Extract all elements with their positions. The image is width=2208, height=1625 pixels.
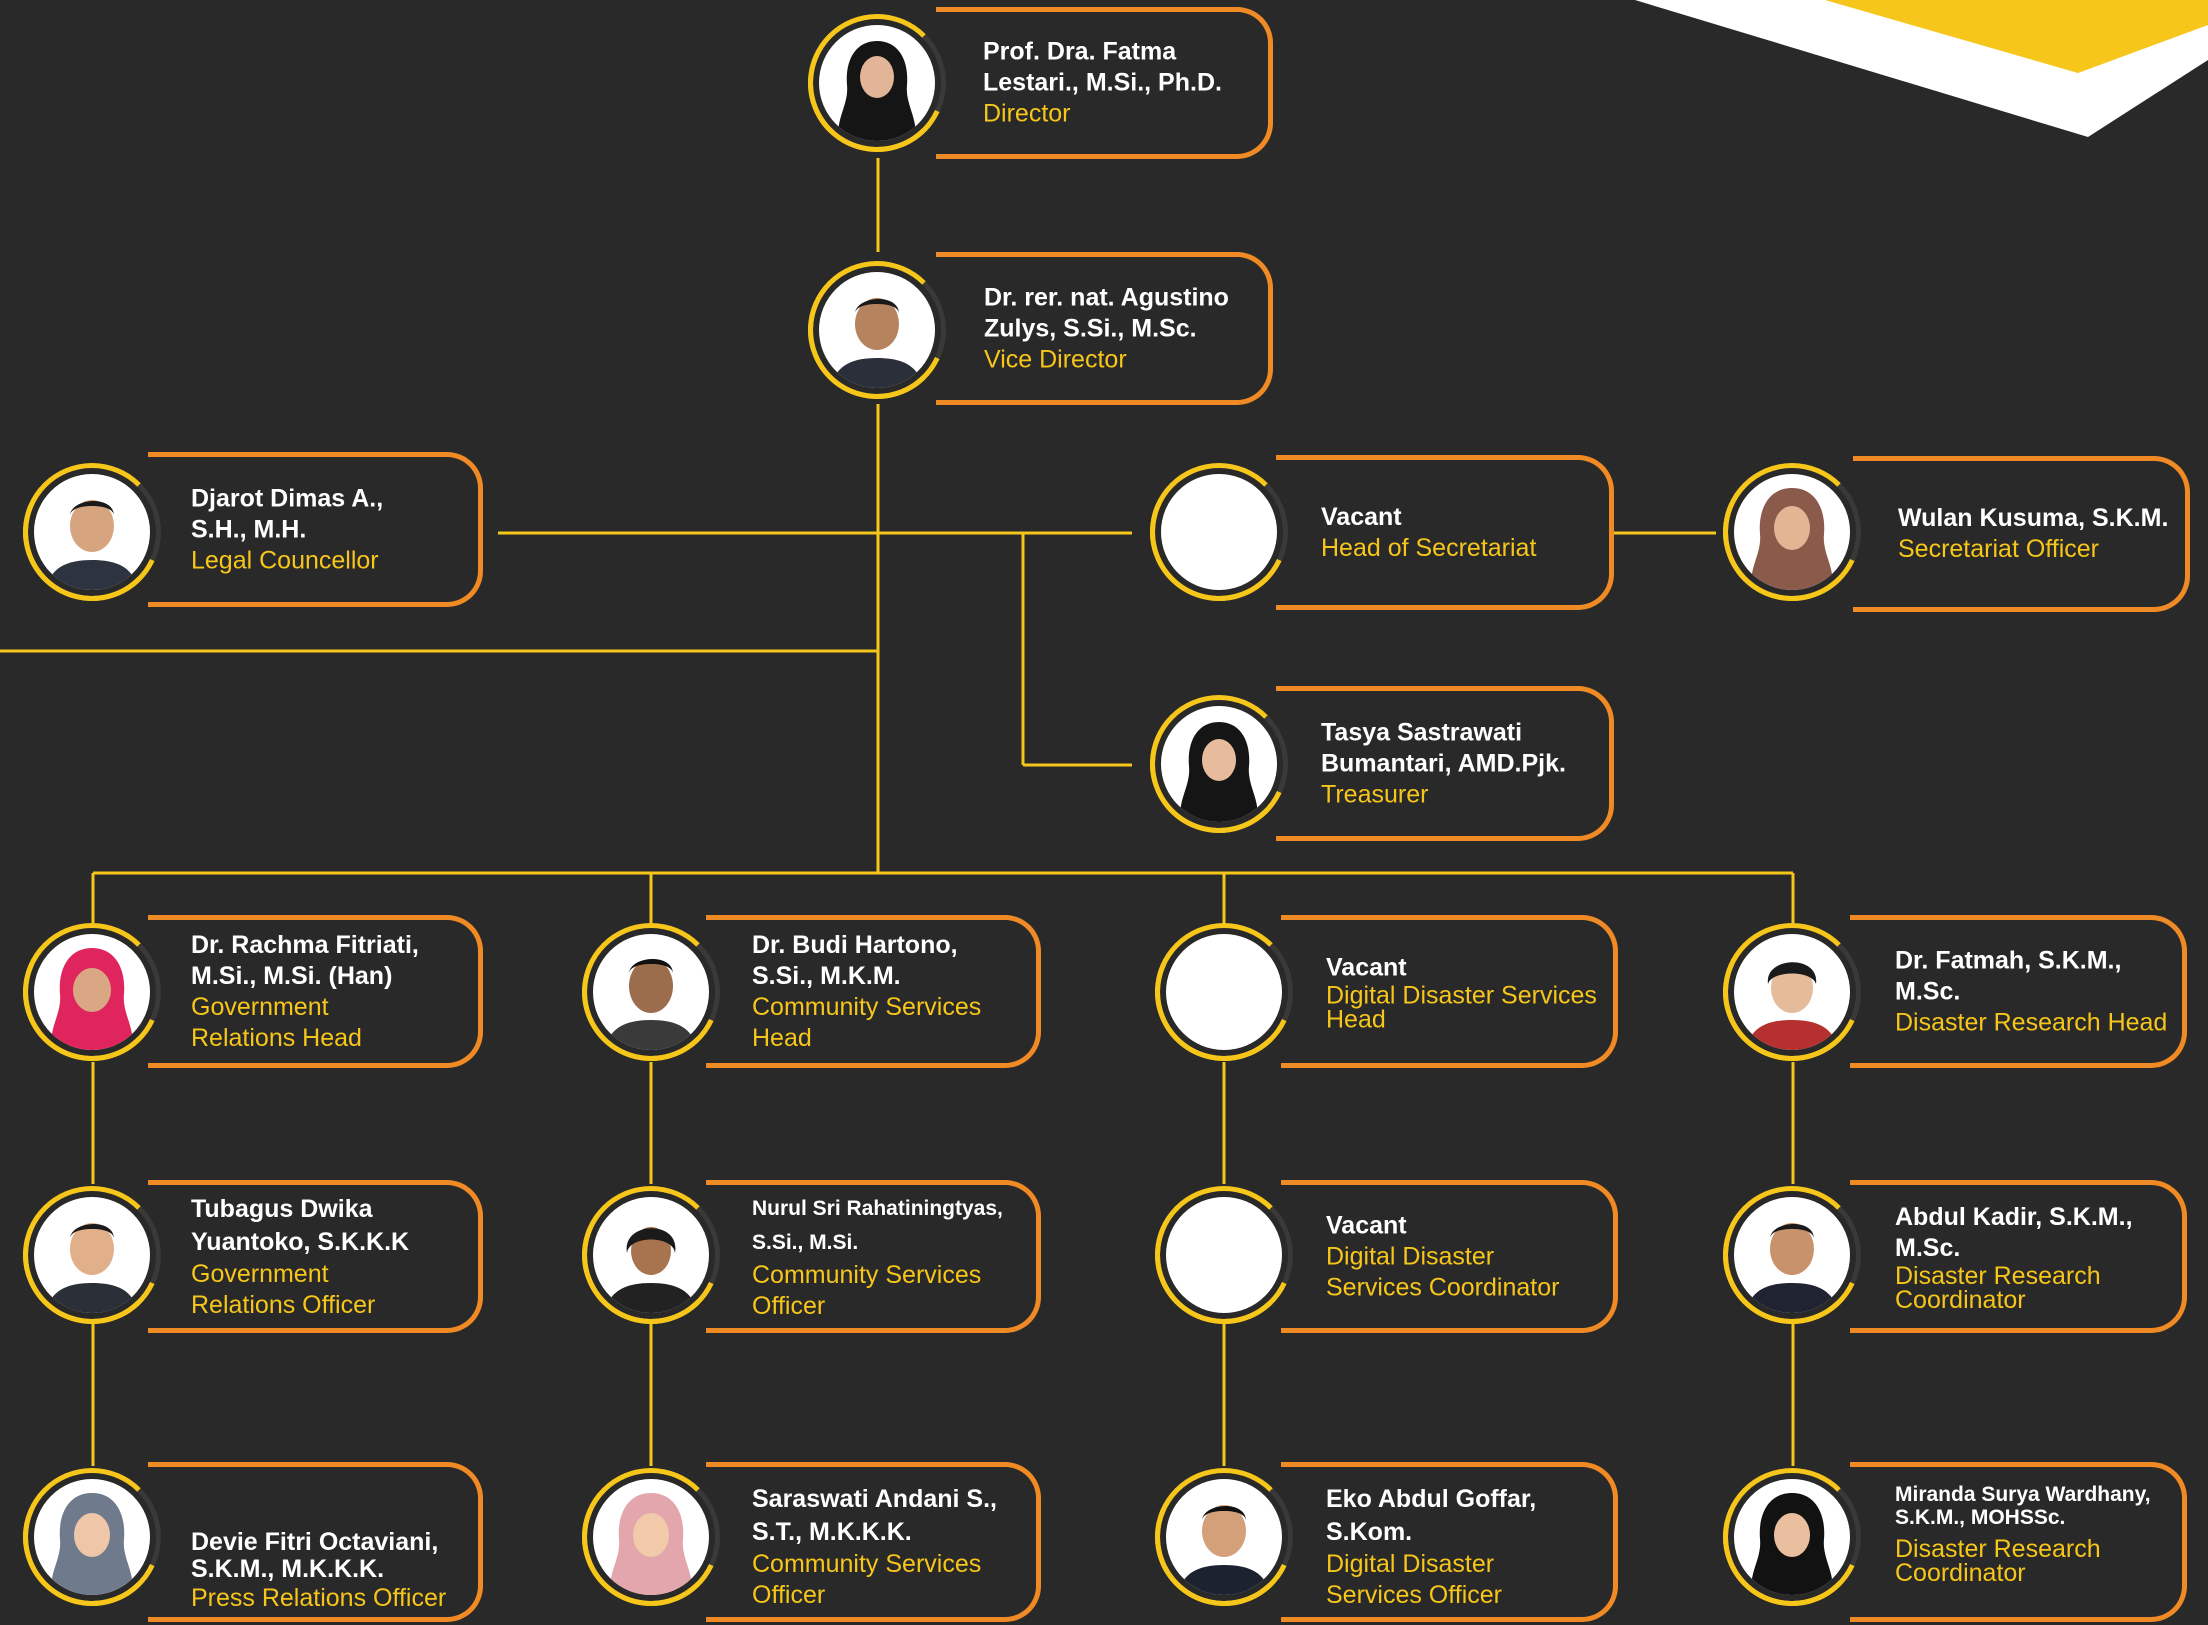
person-photo-icon bbox=[34, 474, 150, 590]
person-role: Vice Director bbox=[984, 345, 1127, 373]
person-role: Director bbox=[983, 99, 1071, 128]
person-role: Head of Secretariat bbox=[1321, 533, 1537, 562]
org-card-legal: Djarot Dimas A., S.H., M.H. Legal Counce… bbox=[148, 452, 483, 607]
person-photo-icon bbox=[819, 272, 935, 388]
empty-photo-icon bbox=[1161, 474, 1277, 590]
person-photo-icon bbox=[1734, 474, 1850, 590]
person-name: Dr. rer. nat. Agustino Zulys, S.Si., M.S… bbox=[984, 283, 1229, 342]
org-card-vice-director: Dr. rer. nat. Agustino Zulys, S.Si., M.S… bbox=[936, 252, 1273, 405]
avatar-secretariat-officer bbox=[1703, 443, 1881, 621]
avatar-community-officer-1 bbox=[562, 1166, 740, 1344]
avatar-vice-director bbox=[788, 241, 966, 419]
avatar-head-secretariat bbox=[1130, 443, 1308, 621]
avatar-digital-officer bbox=[1135, 1448, 1313, 1625]
person-photo-icon bbox=[593, 1479, 709, 1595]
person-photo-icon bbox=[1166, 1479, 1282, 1595]
person-name: Abdul Kadir, S.K.M., M.Sc. bbox=[1895, 1202, 2133, 1262]
avatar-treasurer bbox=[1130, 675, 1308, 853]
org-card-community-head: Dr. Budi Hartono, S.Si., M.K.M. Communit… bbox=[706, 915, 1041, 1068]
org-card-community-officer-1: Nurul Sri Rahatiningtyas, S.Si., M.Si. C… bbox=[706, 1180, 1041, 1333]
avatar-press-officer bbox=[3, 1448, 181, 1625]
person-name: Tasya Sastrawati Bumantari, AMD.Pjk. bbox=[1321, 718, 1566, 777]
person-name: Dr. Rachma Fitriati, M.Si., M.Si. (Han) bbox=[191, 930, 419, 990]
org-card-research-coordinator-2: Miranda Surya Wardhany, S.K.M., MOHSSc. … bbox=[1850, 1462, 2187, 1622]
person-photo-icon bbox=[34, 1197, 150, 1313]
avatar-community-head bbox=[562, 903, 740, 1081]
org-card-digital-head: Vacant Digital Disaster Services Head bbox=[1281, 915, 1618, 1068]
person-name: Dr. Fatmah, S.K.M., M.Sc. bbox=[1895, 946, 2122, 1005]
avatar-digital-coordinator bbox=[1135, 1166, 1313, 1344]
person-photo-icon bbox=[593, 1197, 709, 1313]
org-card-research-coordinator-1: Abdul Kadir, S.K.M., M.Sc. Disaster Rese… bbox=[1850, 1180, 2187, 1333]
avatar-director bbox=[788, 0, 966, 172]
person-photo-icon bbox=[819, 25, 935, 141]
empty-photo-icon bbox=[1166, 1197, 1282, 1313]
person-name: Vacant bbox=[1326, 953, 1407, 981]
org-card-gov-officer: Tubagus Dwika Yuantoko, S.K.K.K Governme… bbox=[148, 1180, 483, 1333]
person-name: Vacant bbox=[1326, 1211, 1407, 1239]
person-name: Vacant bbox=[1321, 502, 1402, 531]
org-card-head-secretariat: Vacant Head of Secretariat bbox=[1276, 455, 1614, 610]
avatar-digital-head bbox=[1135, 903, 1313, 1081]
person-photo-icon bbox=[593, 934, 709, 1050]
person-name: Eko Abdul Goffar, S.Kom. bbox=[1326, 1485, 1537, 1546]
person-role: Digital Disaster Services Head bbox=[1326, 981, 1597, 1033]
person-photo-icon bbox=[1734, 934, 1850, 1050]
person-name: Tubagus Dwika Yuantoko, S.K.K.K bbox=[191, 1194, 410, 1256]
avatar-gov-officer bbox=[3, 1166, 181, 1344]
person-name: Devie Fitri Octaviani, S.K.M., M.K.K.K. bbox=[191, 1528, 439, 1583]
org-card-secretariat-officer: Wulan Kusuma, S.K.M. Secretariat Officer bbox=[1853, 456, 2190, 612]
person-photo-icon bbox=[34, 1479, 150, 1595]
person-name: Miranda Surya Wardhany, S.K.M., MOHSSc. bbox=[1895, 1483, 2151, 1529]
person-role: Digital Disaster Services Coordinator bbox=[1326, 1242, 1560, 1301]
avatar-legal bbox=[3, 443, 181, 621]
person-role: Community Services Officer bbox=[752, 1550, 982, 1609]
person-role: Press Relations Officer bbox=[191, 1584, 447, 1612]
person-role: Government Relations Head bbox=[191, 992, 362, 1052]
person-photo-icon bbox=[1161, 706, 1277, 822]
person-role: Secretariat Officer bbox=[1898, 535, 2100, 563]
person-role: Treasurer bbox=[1321, 780, 1429, 808]
avatar-research-coordinator-2 bbox=[1703, 1448, 1881, 1625]
org-card-treasurer: Tasya Sastrawati Bumantari, AMD.Pjk. Tre… bbox=[1276, 686, 1614, 841]
org-card-research-head: Dr. Fatmah, S.K.M., M.Sc. Disaster Resea… bbox=[1850, 915, 2187, 1068]
person-name: Djarot Dimas A., S.H., M.H. bbox=[191, 484, 384, 543]
person-photo-icon bbox=[34, 934, 150, 1050]
person-role: Disaster Research Head bbox=[1895, 1008, 2168, 1036]
person-name: Saraswati Andani S., S.T., M.K.K.K. bbox=[752, 1485, 997, 1546]
person-photo-icon bbox=[1734, 1479, 1850, 1595]
person-name: Nurul Sri Rahatiningtyas, S.Si., M.Si. bbox=[752, 1196, 1003, 1254]
person-role: Legal Councellor bbox=[191, 546, 379, 574]
person-name: Dr. Budi Hartono, S.Si., M.K.M. bbox=[752, 930, 958, 990]
avatar-research-coordinator-1 bbox=[1703, 1166, 1881, 1344]
person-name: Prof. Dra. Fatma Lestari., M.Si., Ph.D. bbox=[983, 37, 1222, 97]
person-name: Wulan Kusuma, S.K.M. bbox=[1898, 504, 2169, 532]
org-card-digital-coordinator: Vacant Digital Disaster Services Coordin… bbox=[1281, 1180, 1618, 1333]
org-card-community-officer-2: Saraswati Andani S., S.T., M.K.K.K. Comm… bbox=[706, 1462, 1041, 1622]
org-card-director: Prof. Dra. Fatma Lestari., M.Si., Ph.D. … bbox=[936, 7, 1273, 159]
person-role: Community Services Officer bbox=[752, 1260, 982, 1320]
org-card-gov-head: Dr. Rachma Fitriati, M.Si., M.Si. (Han) … bbox=[148, 915, 483, 1068]
person-role: Disaster Research Coordinator bbox=[1895, 1261, 2101, 1314]
org-card-digital-officer: Eko Abdul Goffar, S.Kom. Digital Disaste… bbox=[1281, 1462, 1618, 1622]
person-role: Government Relations Officer bbox=[191, 1259, 376, 1319]
avatar-gov-head bbox=[3, 903, 181, 1081]
person-role: Disaster Research Coordinator bbox=[1895, 1535, 2101, 1587]
person-role: Community Services Head bbox=[752, 992, 982, 1052]
person-photo-icon bbox=[1734, 1197, 1850, 1313]
person-role: Digital Disaster Services Officer bbox=[1326, 1550, 1502, 1609]
empty-photo-icon bbox=[1166, 934, 1282, 1050]
org-card-press-officer: Devie Fitri Octaviani, S.K.M., M.K.K.K. … bbox=[148, 1462, 483, 1622]
avatar-research-head bbox=[1703, 903, 1881, 1081]
avatar-community-officer-2 bbox=[562, 1448, 740, 1625]
